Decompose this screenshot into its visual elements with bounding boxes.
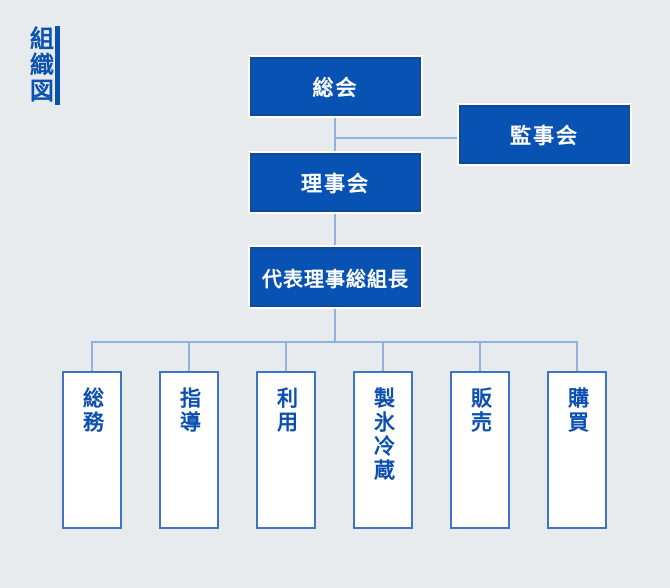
node-label: 監事会 bbox=[510, 123, 579, 148]
node-label: 総会 bbox=[312, 75, 359, 100]
dept-box-purchasing: 購買 bbox=[547, 371, 607, 529]
connector-stub-guidance bbox=[188, 341, 190, 371]
node-auditors-board: 監事会 bbox=[457, 103, 632, 166]
dept-box-general-affairs: 総務 bbox=[62, 371, 122, 529]
node-general-meeting: 総会 bbox=[248, 55, 423, 118]
dept-label: 総務 bbox=[80, 387, 105, 435]
dept-label: 指導 bbox=[177, 387, 202, 435]
connector-representative-to-departments bbox=[334, 307, 336, 343]
node-representative-director: 代表理事総組長 bbox=[248, 245, 423, 309]
connector-to-auditors-board bbox=[335, 137, 459, 139]
chart-title-block: 組織図 bbox=[25, 26, 61, 105]
dept-label: 利用 bbox=[274, 387, 299, 435]
dept-box-ice-refrigeration: 製氷冷蔵 bbox=[353, 371, 413, 529]
connector-board-to-representative bbox=[334, 212, 336, 247]
dept-label: 販売 bbox=[468, 387, 493, 435]
node-board-of-directors: 理事会 bbox=[248, 151, 423, 214]
dept-box-utilization: 利用 bbox=[256, 371, 316, 529]
title-accent-bar bbox=[55, 26, 61, 105]
dept-box-guidance: 指導 bbox=[159, 371, 219, 529]
connector-stub-ice-refrigeration bbox=[382, 341, 384, 371]
chart-title: 組織図 bbox=[25, 26, 54, 104]
connector-stub-utilization bbox=[285, 341, 287, 371]
node-label: 代表理事総組長 bbox=[262, 266, 409, 291]
connector-departments-horizontal bbox=[91, 341, 578, 343]
dept-box-sales: 販売 bbox=[450, 371, 510, 529]
connector-general-meeting-to-board bbox=[334, 116, 336, 153]
connector-stub-general-affairs bbox=[91, 341, 93, 371]
dept-label: 購買 bbox=[565, 387, 590, 435]
node-label: 理事会 bbox=[301, 171, 370, 196]
connector-stub-purchasing bbox=[576, 341, 578, 371]
dept-label: 製氷冷蔵 bbox=[371, 387, 396, 483]
connector-stub-sales bbox=[479, 341, 481, 371]
